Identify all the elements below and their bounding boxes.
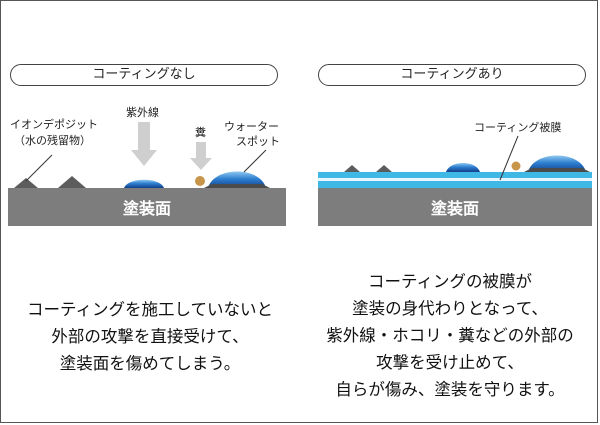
caption-line: コーティングの被膜が [367,272,532,291]
caption-line: 外部の攻撃を直接受けて、 [51,327,249,346]
droppings-icon [195,176,205,186]
caption-without-coating: コーティングを施工していないと 外部の攻撃を直接受けて、 塗装面を傷めてしまう。 [0,296,300,377]
label-water-spot-line1: ウォーター [224,120,279,133]
label-surface-left: 塗装面 [123,199,171,218]
paint-surface [8,188,286,226]
film-water-drop-large [528,155,586,172]
title-with-coating: コーティングあり [318,64,586,86]
panel-with-coating: コーティングあり コーティング被膜 塗装面 [300,0,600,260]
caption-line: 紫外線・ホコリ・糞などの外部の [326,326,574,345]
caption-line: 塗装面を傷めてしまう。 [59,354,241,373]
label-droppings: 糞 [195,125,206,139]
caption-line: コーティングを施工していないと [26,300,273,319]
title-without-coating: コーティングなし [10,64,278,86]
label-film: コーティング被膜 [474,120,561,134]
diagram-without-coating: イオンデポジット （水の残留物） 紫外線 糞 ウォーター スポット 塗装面 [8,105,286,226]
label-surface-right: 塗装面 [431,199,479,218]
droppings-arrow-icon [190,142,212,170]
film-droppings-icon [511,161,521,171]
label-deposit-line2: （水の残留物） [14,133,91,147]
film-pointer [499,135,519,181]
caption-line: 塗装の身代わりとなって、 [352,299,548,318]
film-deposit-1 [344,165,360,172]
film-water-drop-base [524,168,590,172]
film-water-drop-small [446,163,480,172]
water-spot-pointer [243,149,267,173]
water-spot-drop [208,171,266,188]
film-deposit-2 [376,165,392,172]
water-drop-small [124,179,164,188]
paint-surface [318,188,592,226]
coating-film-highlight [318,178,592,181]
uv-arrow-icon [131,122,157,166]
ion-deposit-2 [58,176,86,188]
caption-line: 攻撃を受け止めて、 [376,353,524,372]
panel-without-coating: コーティングなし イオンデポジット （水の残留物） 紫外 [0,0,300,260]
caption-line: 自らが傷み、塗装を守ります。 [335,380,565,399]
label-water-spot-line2: スポット [236,135,280,148]
ion-deposit-1 [14,178,38,188]
diagram-with-coating: コーティング被膜 塗装面 [318,120,592,226]
label-deposit-line1: イオンデポジット [10,117,98,131]
water-spot-base [204,184,270,188]
label-uv: 紫外線 [126,105,159,119]
deposit-pointer [25,154,53,182]
caption-with-coating: コーティングの被膜が 塗装の身代わりとなって、 紫外線・ホコリ・糞などの外部の … [300,268,600,403]
